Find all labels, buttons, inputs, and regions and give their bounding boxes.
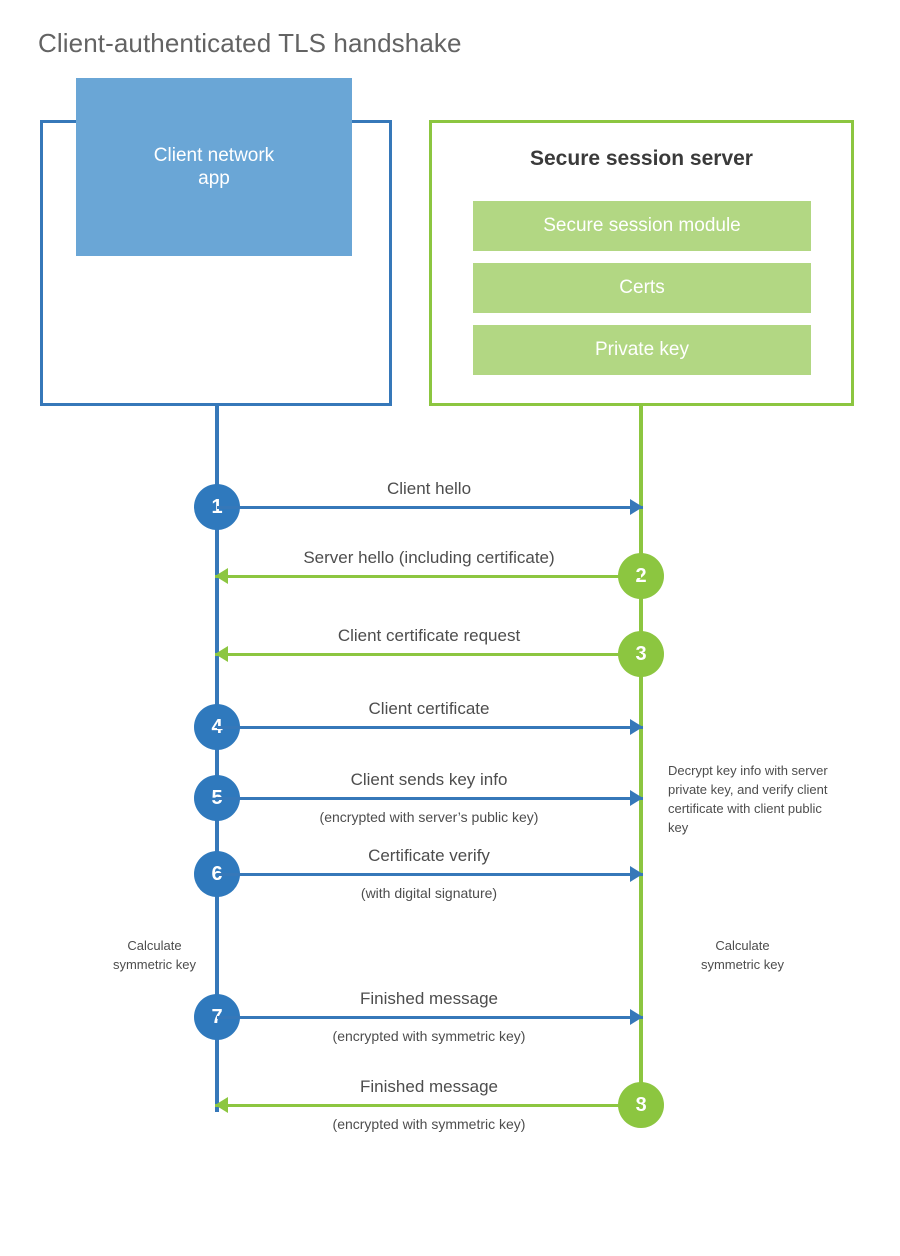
arrow-head-2 xyxy=(215,568,228,584)
message-line-6 xyxy=(217,873,643,876)
message-label-8: Finished message xyxy=(360,1077,498,1096)
arrow-head-8 xyxy=(215,1097,228,1113)
message-line-7 xyxy=(217,1016,643,1019)
message-sublabel-6: (with digital signature) xyxy=(360,885,498,901)
message-sublabel-7: (encrypted with symmetric key) xyxy=(332,1028,526,1044)
message-sublabel-5: (encrypted with server’s public key) xyxy=(319,809,539,825)
arrow-head-3 xyxy=(215,646,228,662)
server-component-private-key: Private key xyxy=(473,325,811,375)
message-line-1 xyxy=(217,506,643,509)
message-line-3 xyxy=(215,653,641,656)
server-component-secure-session-module: Secure session module xyxy=(473,201,811,251)
message-line-8 xyxy=(215,1104,641,1107)
server-decrypt-annotation: Decrypt key info with server private key… xyxy=(668,763,828,835)
message-line-4 xyxy=(217,726,643,729)
message-label-3: Client certificate request xyxy=(337,626,521,645)
message-sublabel-8: (encrypted with symmetric key) xyxy=(332,1116,526,1132)
arrow-head-7 xyxy=(630,1009,643,1025)
arrow-head-1 xyxy=(630,499,643,515)
step-circle-2[interactable]: 2 xyxy=(618,553,664,599)
message-line-2 xyxy=(215,575,641,578)
message-label-7: Finished message xyxy=(360,989,498,1008)
arrow-head-4 xyxy=(630,719,643,735)
message-label-2: Server hello (including certificate) xyxy=(303,548,555,567)
message-label-4: Client certificate xyxy=(368,699,490,718)
arrow-head-5 xyxy=(630,790,643,806)
secure-session-server-title: Secure session server xyxy=(530,147,753,170)
arrow-head-6 xyxy=(630,866,643,882)
secure-session-server-box: Secure session server Secure session mod… xyxy=(429,120,854,406)
message-label-5: Client sends key info xyxy=(350,770,508,789)
server-lifeline xyxy=(639,404,643,1106)
server-component-certs: Certs xyxy=(473,263,811,313)
message-line-5 xyxy=(217,797,643,800)
message-label-1: Client hello xyxy=(386,479,472,498)
page-title: Client-authenticated TLS handshake xyxy=(38,28,462,58)
client-lifeline xyxy=(215,404,219,1112)
message-label-6: Certificate verify xyxy=(368,846,490,865)
